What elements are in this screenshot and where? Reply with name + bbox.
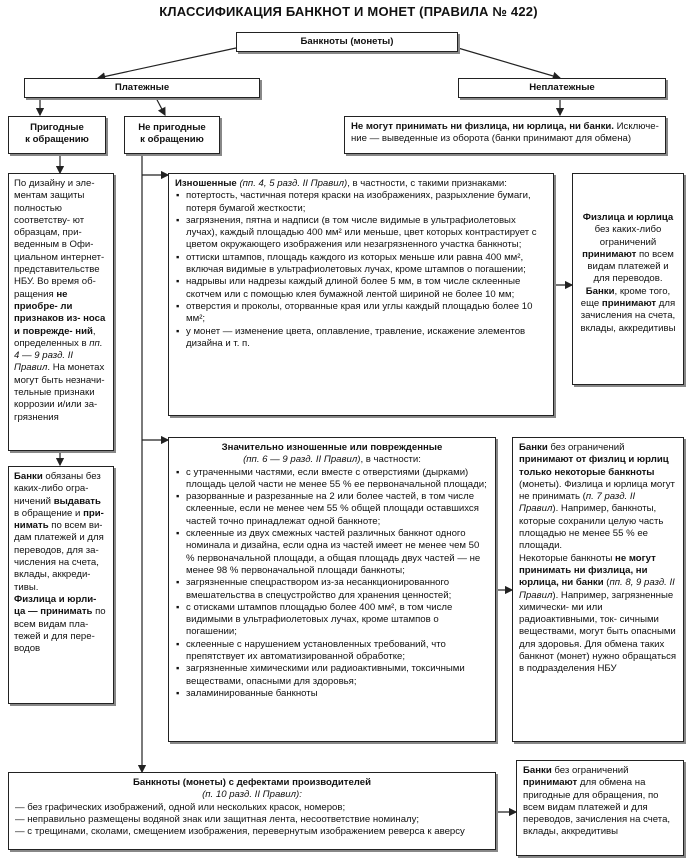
defects-rules-text-1: без ограничений (551, 765, 629, 776)
worn-rules-text-1: без каких-либо ограничений (594, 224, 662, 248)
fit-desc-text-1: По дизайну и эле- ментам защиты полность… (14, 178, 105, 300)
fit-rules-bold-2: выдавать (53, 495, 101, 507)
fit-desc-ref: пп. 4 — 9 разд. II Правил (14, 337, 103, 374)
damaged-rules-text-1: без ограничений (547, 442, 625, 453)
fit-description-box: По дизайну и эле- ментам защиты полность… (8, 173, 114, 451)
payment-box: Платежные (24, 78, 260, 98)
list-item: с отисками штампов площадью более 400 мм… (175, 602, 489, 639)
unfit-box: Не пригодные к обращению (124, 116, 220, 154)
damaged-heading-text: , в частности: (360, 454, 421, 466)
damaged-list: с утраченными частями, если вместе с отв… (175, 467, 489, 701)
worn-rules-bold-3: Банки (585, 285, 615, 297)
fit-label-line1: Пригодные (30, 122, 84, 133)
list-item: загрязненные химическими или радиоактивн… (175, 663, 489, 688)
damaged-heading-ref: (пп. 6 — 9 разд. II Правил) (243, 454, 361, 466)
fit-rules-text-1: обязаны без каких-либо огра- ничений (14, 471, 101, 507)
worn-rules-box: Физлица и юрлица без каких-либо ограниче… (572, 173, 684, 385)
worn-heading-text: , в частности, с такими признаками: (347, 178, 507, 189)
worn-box: Изношенные (пп. 4, 5 разд. II Правил), в… (168, 173, 554, 416)
worn-heading-ref: (пп. 4, 5 разд. II Правил) (236, 178, 348, 189)
list-item: — неправильно размещены водяной знак или… (15, 813, 420, 825)
root-label: Банкноты (монеты) (300, 36, 394, 47)
fit-rules-text-2: в обращение и (14, 507, 84, 519)
worn-rules-text-2: по всем видам платежей и для переводов. (587, 248, 674, 285)
unfit-label-line2: к обращению (140, 134, 204, 146)
fit-box: Пригодные к обращению (8, 116, 106, 154)
fit-rules-bold-3: при- нимать (14, 507, 104, 532)
defects-rules-bold-2: принимают (523, 777, 578, 789)
damaged-heading: Значительно изношенные или поврежденные … (175, 442, 489, 467)
list-item: надрывы или надрезы каждый длиной более … (175, 276, 547, 301)
nonpayment-box: Неплатежные (458, 78, 666, 98)
list-item: — без графических изображений, одной или… (15, 801, 346, 813)
list-item: загрязненные спецраствором из-за несанкц… (175, 577, 489, 602)
fit-rules-bold-1: Банки (14, 471, 43, 482)
defects-heading: Банкноты (монеты) с дефектами производит… (15, 777, 489, 802)
nonpayment-label: Неплатежные (529, 82, 595, 93)
payment-label: Платежные (114, 82, 170, 93)
damaged-heading-bold: Значительно изношенные или поврежденные (221, 442, 443, 453)
worn-rules-bold-4: принимают (601, 298, 657, 310)
worn-list: потертость, частичная потеря краски на и… (175, 190, 547, 350)
damaged-rules-bold-2: принимают от физлиц и юрлиц только некот… (519, 454, 669, 478)
page-title: КЛАССИФИКАЦИЯ БАНКНОТ И МОНЕТ (ПРАВИЛА №… (159, 4, 538, 19)
damaged-rules-ref-2: пп. 8, 9 разд. II Правил (519, 577, 675, 601)
nonpayment-rules-box: Не могут принимать ни физлица, ни юрлица… (344, 116, 666, 154)
defects-box: Банкноты (монеты) с дефектами производит… (8, 772, 496, 850)
fit-rules-bold-4: Физлица и юрли- ца — принимать (14, 593, 97, 618)
worn-rules-text-3: , кроме того, еще (580, 285, 671, 310)
worn-rules-bold-2: принимают (582, 248, 637, 260)
list-item: заламинированные банкноты (175, 688, 489, 701)
defects-rules-text-2: для обмена на пригодные для обращения, п… (523, 777, 671, 838)
worn-heading-bold: Изношенные (175, 178, 237, 189)
damaged-rules-text-6: ). Например, загрязненные химически- ми … (519, 589, 677, 675)
nonpayment-rules-bold: Не могут принимать ни физлица, ни юрлица… (351, 121, 614, 132)
damaged-rules-bold-3: не могут принимать ни физлица, ни юрлица… (519, 552, 656, 589)
defects-heading-ref: (п. 10 разд. II Правил): (202, 789, 302, 801)
damaged-rules-ref-1: п. 7 разд. II Правил (519, 491, 636, 515)
list-item: потертость, частичная потеря краски на и… (175, 190, 547, 215)
list-item: — с трещинами, сколами, смещением изобра… (15, 826, 465, 838)
defects-heading-bold: Банкноты (монеты) с дефектами производит… (132, 777, 372, 788)
damaged-box: Значительно изношенные или поврежденные … (168, 437, 496, 742)
fit-label-line2: к обращению (25, 134, 89, 146)
damaged-rules-box: Банки без ограничений принимают от физли… (512, 437, 684, 742)
damaged-rules-bold-1: Банки (519, 442, 548, 453)
fit-rules-box: Банки обязаны без каких-либо огра- ничен… (8, 466, 114, 704)
list-item: оттиски штампов, площадь каждого из кото… (175, 252, 547, 277)
defects-rules-box: Банки без ограничений принимают для обме… (516, 760, 684, 856)
unfit-label-line1: Не пригодные (138, 122, 206, 133)
list-item: загрязнения, пятна и надписи (в том числ… (175, 215, 547, 252)
list-item: отверстия и проколы, оторванные края или… (175, 301, 547, 326)
worn-rules-bold-1: Физлица и юрлица (582, 212, 674, 223)
list-item: склеенные с нарушением установленных тре… (175, 639, 489, 664)
damaged-rules-text-2: (монеты). Физлица и юрлица могут не прин… (519, 478, 675, 503)
defects-list: — без графических изображений, одной или… (15, 802, 489, 839)
root-box: Банкноты (монеты) (236, 32, 458, 52)
fit-rules-text-4: по всем видам пла- тежей и для пере- вод… (14, 606, 106, 655)
defects-rules-bold-1: Банки (523, 765, 552, 776)
fit-desc-text-2: , определенных в (14, 325, 96, 349)
list-item: у монет — изменение цвета, оплавление, т… (175, 326, 547, 351)
damaged-rules-text-5: ( (603, 577, 610, 589)
nonpayment-rules-text: Исключе- ние — выведенные из оборота (ба… (351, 121, 659, 145)
list-item: разорванные и разрезанные на 2 или более… (175, 491, 489, 528)
worn-rules-text-4: для зачисления на счета, вклады, аккреди… (580, 298, 676, 334)
damaged-rules-text-3: ). Например, банкноты, которые сохранили… (519, 503, 664, 552)
list-item: с утраченными частями, если вместе с отв… (175, 467, 489, 492)
damaged-rules-text-4: Некоторые банкноты (519, 552, 616, 564)
list-item: склеенные из двух смежных частей различн… (175, 528, 489, 577)
fit-rules-text-3: по всем ви- дам платежей и для переводов… (14, 520, 104, 593)
fit-desc-bold-1: не приобре- ли признаков из- носа и повр… (14, 288, 106, 337)
worn-heading: Изношенные (пп. 4, 5 разд. II Правил), в… (175, 178, 547, 190)
fit-desc-text-3: . На монетах могут быть незначи- тельные… (14, 362, 105, 423)
